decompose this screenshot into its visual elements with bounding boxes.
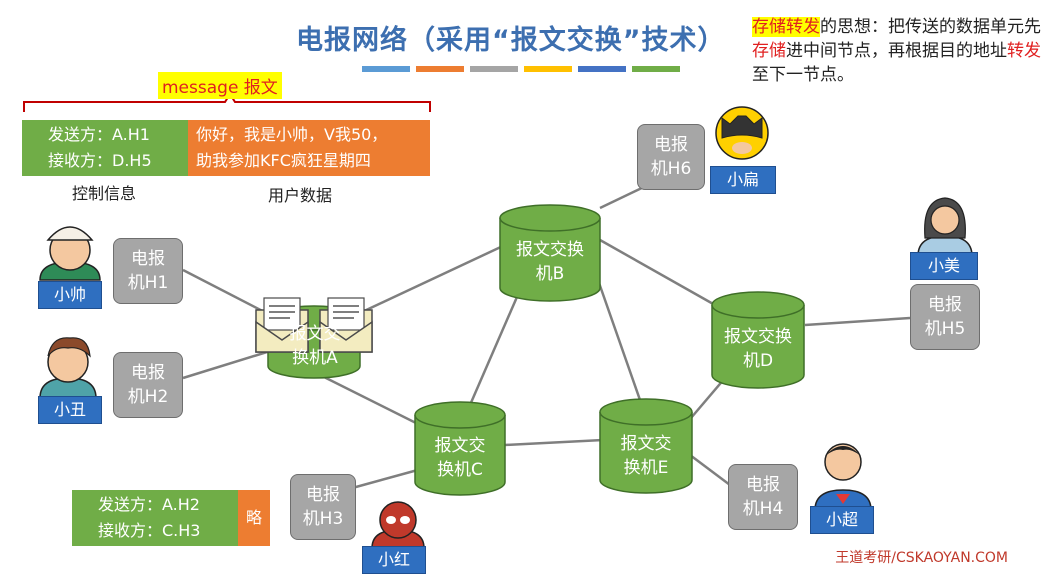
link-a-b [344,243,506,322]
host-label: 机H5 [924,319,966,339]
host-label: 电报 [130,363,165,383]
accent-bar [578,66,626,72]
title-accent-bars [362,66,680,72]
host-label: 电报 [745,475,780,495]
message2-sender: 发送方：A.H2 [98,495,200,514]
store-forward-description: 存储转发的思想：把传送的数据单元先存储进中间节点，再根据目的地址转发至下一节点。 [752,15,1042,87]
person-chou-avatar [39,337,97,399]
switch-d [711,291,805,389]
switch-label-line: 报文交 [434,436,486,456]
accent-bar [632,66,680,72]
host-label: 机H2 [127,387,169,407]
desc-text: 至下一节点。 [752,65,854,85]
switch-e-label: 报文交换机E [606,432,686,480]
link-c-e [504,438,604,447]
switch-label-line: 换机A [292,348,338,368]
switch-e [599,398,693,494]
host-label: 机H3 [302,509,344,529]
switch-label-line: 换机C [437,460,483,480]
host-label: 电报 [305,485,340,505]
link-b-e [596,279,642,401]
message1-control-info: 发送方：A.H1 接收方：D.H5 [22,120,188,176]
person-mei-avatar [917,197,973,257]
link-h3-c [344,466,426,492]
host-label: 电报 [653,135,688,155]
person-hong-avatar [371,501,425,549]
switch-d-label: 报文交换机D [713,325,803,373]
user-data-caption: 用户数据 [268,186,333,205]
message2-receiver: 接收方：C.H3 [98,521,201,540]
message1-user-line1: 你好，我是小帅，V我50， [196,125,388,144]
switch-b-label: 报文交换机B [505,238,595,286]
page-title: 电报网络（采用“报文交换”技术） [296,25,726,56]
accent-bar [362,66,410,72]
switch-b [499,204,601,302]
switch-label-line: 机D [742,351,774,371]
envelope-icon [255,297,309,353]
host-label: 电报 [927,295,962,315]
host-h1: 电报机H1 [113,238,183,304]
name-tag-chao: 小超 [810,506,874,534]
host-h6: 电报机H6 [637,124,705,190]
message2-control-info: 发送方：A.H2 接收方：C.H3 [72,490,238,546]
switch-label-line: 机B [535,264,565,284]
host-label: 机H4 [742,499,784,519]
link-a-c [319,373,421,427]
host-label: 机H1 [127,273,169,293]
switch-label-line: 报文交换 [724,327,792,347]
message1-sender: 发送方：A.H1 [48,125,150,144]
host-h5: 电报机H5 [910,284,980,350]
control-info-caption: 控制信息 [72,184,137,203]
message-label: message 报文 [158,72,282,99]
desc-text: 的思想：把传送的数据单元先 [820,17,1041,37]
message1-receiver: 接收方：D.H5 [48,151,152,170]
name-tag-hong: 小红 [362,546,426,574]
keyword-store-forward: 存储转发 [752,17,820,37]
message1-user-line2: 助我参加KFC疯狂星期四 [196,151,371,170]
message2-user-data: 略 [238,490,270,546]
link-d-h5 [804,316,911,327]
link-e-h4 [689,454,731,486]
network-links [182,163,911,492]
host-h4: 电报机H4 [728,464,798,530]
link-b-d [599,238,716,307]
person-bian-avatar [715,106,769,160]
link-h2-a [182,346,281,380]
host-h3: 电报机H3 [290,474,356,540]
keyword-forward: 转发 [1007,41,1041,61]
name-tag-shuai: 小帅 [38,281,102,309]
envelope-icon [319,297,373,353]
keyword-store: 存储 [752,41,786,61]
link-b-c [468,289,522,406]
host-h2: 电报机H2 [113,352,183,418]
name-tag-chou: 小丑 [38,396,102,424]
person-shuai-avatar [39,226,101,281]
accent-bar [416,66,464,72]
switch-label-line: 报文交 [620,434,672,454]
name-tag-mei: 小美 [910,252,978,280]
switch-c-label: 报文交换机C [420,434,500,482]
desc-text: 进中间节点，再根据目的地址 [786,41,1007,61]
switch-label-line: 报文交 [289,324,341,344]
switch-c [414,401,506,496]
switch-a-label: 报文交换机A [280,322,350,370]
accent-bar [524,66,572,72]
name-tag-bian: 小扁 [710,166,776,194]
footer-brand: 王道考研/CSKAOYAN.COM [835,550,1008,566]
accent-bar [470,66,518,72]
person-chao-avatar [814,443,872,511]
switch-label-line: 换机E [623,458,669,478]
host-label: 电报 [130,249,165,269]
switch-label-line: 报文交换 [516,240,584,260]
host-label: 机H6 [650,159,692,179]
message1-user-data: 你好，我是小帅，V我50， 助我参加KFC疯狂星期四 [188,120,430,176]
